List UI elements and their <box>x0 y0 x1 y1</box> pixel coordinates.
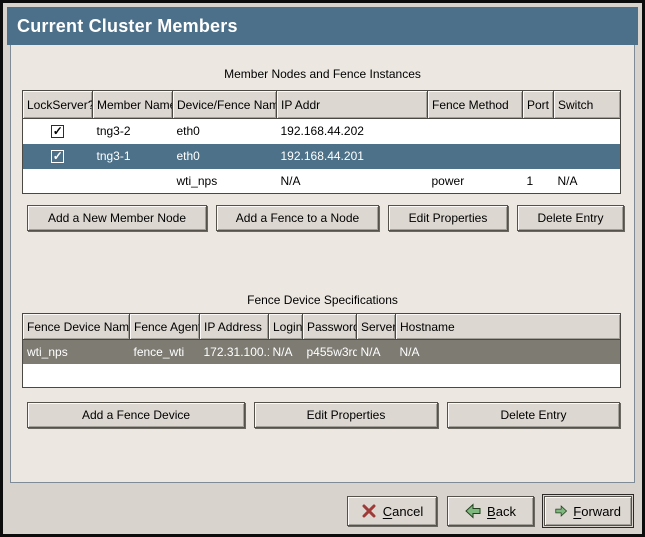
title-bar: Current Cluster Members <box>7 7 638 45</box>
table-row-selected[interactable]: wti_nps fence_wti 172.31.100.1 N/A p455w… <box>22 339 621 364</box>
col-password[interactable]: Password <box>302 313 357 340</box>
col-port[interactable]: Port <box>522 90 554 119</box>
add-fence-to-node-button[interactable]: Add a Fence to a Node <box>216 205 379 231</box>
edit-properties-button[interactable]: Edit Properties <box>388 205 508 231</box>
add-fence-device-button[interactable]: Add a Fence Device <box>27 402 245 428</box>
back-icon <box>465 503 481 519</box>
cell-login: N/A <box>268 339 303 364</box>
back-button[interactable]: Back <box>447 496 534 526</box>
forward-icon <box>555 505 568 517</box>
content-frame: Member Nodes and Fence Instances LockSer… <box>10 45 635 483</box>
cell-fence-agent: fence_wti <box>129 339 200 364</box>
cell-ip-addr: N/A <box>280 173 301 188</box>
table-row-selected[interactable]: ✓ tng3-1 eth0 192.168.44.201 <box>22 143 621 169</box>
forward-button[interactable]: Forward <box>544 496 632 526</box>
fence-table-title: Fence Device Specifications <box>247 293 398 307</box>
col-fence-agent[interactable]: Fence Agent <box>129 313 200 340</box>
cancel-icon <box>362 504 376 518</box>
cell-device-fence-name: eth0 <box>176 124 200 139</box>
cell-switch <box>553 143 621 169</box>
dialog-button-row: Cancel Back Forward <box>7 496 632 526</box>
col-lockserver[interactable]: LockServer? <box>22 90 93 119</box>
add-member-node-button[interactable]: Add a New Member Node <box>27 205 207 231</box>
col-ip-address[interactable]: IP Address <box>199 313 269 340</box>
lockserver-checkbox[interactable]: ✓ <box>51 149 65 163</box>
cell-member-name <box>93 169 173 194</box>
cancel-label: Cancel <box>382 503 424 519</box>
col-server[interactable]: Server <box>356 313 396 340</box>
table-row[interactable]: wti_nps N/A power 1 N/A <box>23 169 621 194</box>
cell-member-name: tng3-2 <box>96 124 131 139</box>
cell-password: p455w3rd <box>302 339 357 364</box>
col-hostname[interactable]: Hostname <box>395 313 621 340</box>
cancel-button[interactable]: Cancel <box>347 496 437 526</box>
members-table-title: Member Nodes and Fence Instances <box>224 67 421 81</box>
col-ip-addr[interactable]: IP Addr <box>276 90 428 119</box>
fence-table-header: Fence Device Name Fence Agent IP Address… <box>22 313 621 340</box>
forward-label: Forward <box>573 503 621 519</box>
col-fence-method[interactable]: Fence Method <box>427 90 523 119</box>
col-login[interactable]: Login <box>268 313 303 340</box>
cell-hostname: N/A <box>395 339 621 364</box>
members-table-header: LockServer? Member Name Device/Fence Nam… <box>22 90 621 119</box>
cell-server: N/A <box>356 339 396 364</box>
delete-entry-button[interactable]: Delete Entry <box>447 402 620 428</box>
table-row[interactable]: ✓ tng3-2 eth0 192.168.44.202 <box>23 119 621 144</box>
delete-entry-button[interactable]: Delete Entry <box>517 205 624 231</box>
col-fence-device-name[interactable]: Fence Device Name <box>22 313 130 340</box>
members-table: LockServer? Member Name Device/Fence Nam… <box>22 90 621 194</box>
cell-port <box>522 143 554 169</box>
empty-table-area[interactable] <box>22 363 621 388</box>
cell-ip-address: 172.31.100.1 <box>199 339 269 364</box>
cell-ip-addr: 192.168.44.202 <box>280 124 364 139</box>
cell-switch: N/A <box>557 173 578 188</box>
cell-ip-addr: 192.168.44.201 <box>276 143 428 169</box>
back-label: Back <box>487 503 516 519</box>
cell-member-name: tng3-1 <box>92 143 173 169</box>
cell-device-fence-name: wti_nps <box>176 173 218 188</box>
cell-fence-device-name: wti_nps <box>22 339 130 364</box>
cell-fence-method <box>427 143 523 169</box>
cell-device-fence-name: eth0 <box>172 143 277 169</box>
cell-port: 1 <box>526 173 534 188</box>
edit-properties-button[interactable]: Edit Properties <box>254 402 438 428</box>
cell-port <box>523 119 554 144</box>
col-member-name[interactable]: Member Name <box>92 90 173 119</box>
cell-fence-method <box>428 119 523 144</box>
lockserver-checkbox[interactable]: ✓ <box>51 124 65 139</box>
page-title: Current Cluster Members <box>17 15 238 36</box>
fence-devices-table: Fence Device Name Fence Agent IP Address… <box>22 313 621 388</box>
cell-fence-method: power <box>431 173 465 188</box>
cell-switch <box>554 119 621 144</box>
col-switch[interactable]: Switch <box>553 90 621 119</box>
col-device-fence-name[interactable]: Device/Fence Name <box>172 90 277 119</box>
